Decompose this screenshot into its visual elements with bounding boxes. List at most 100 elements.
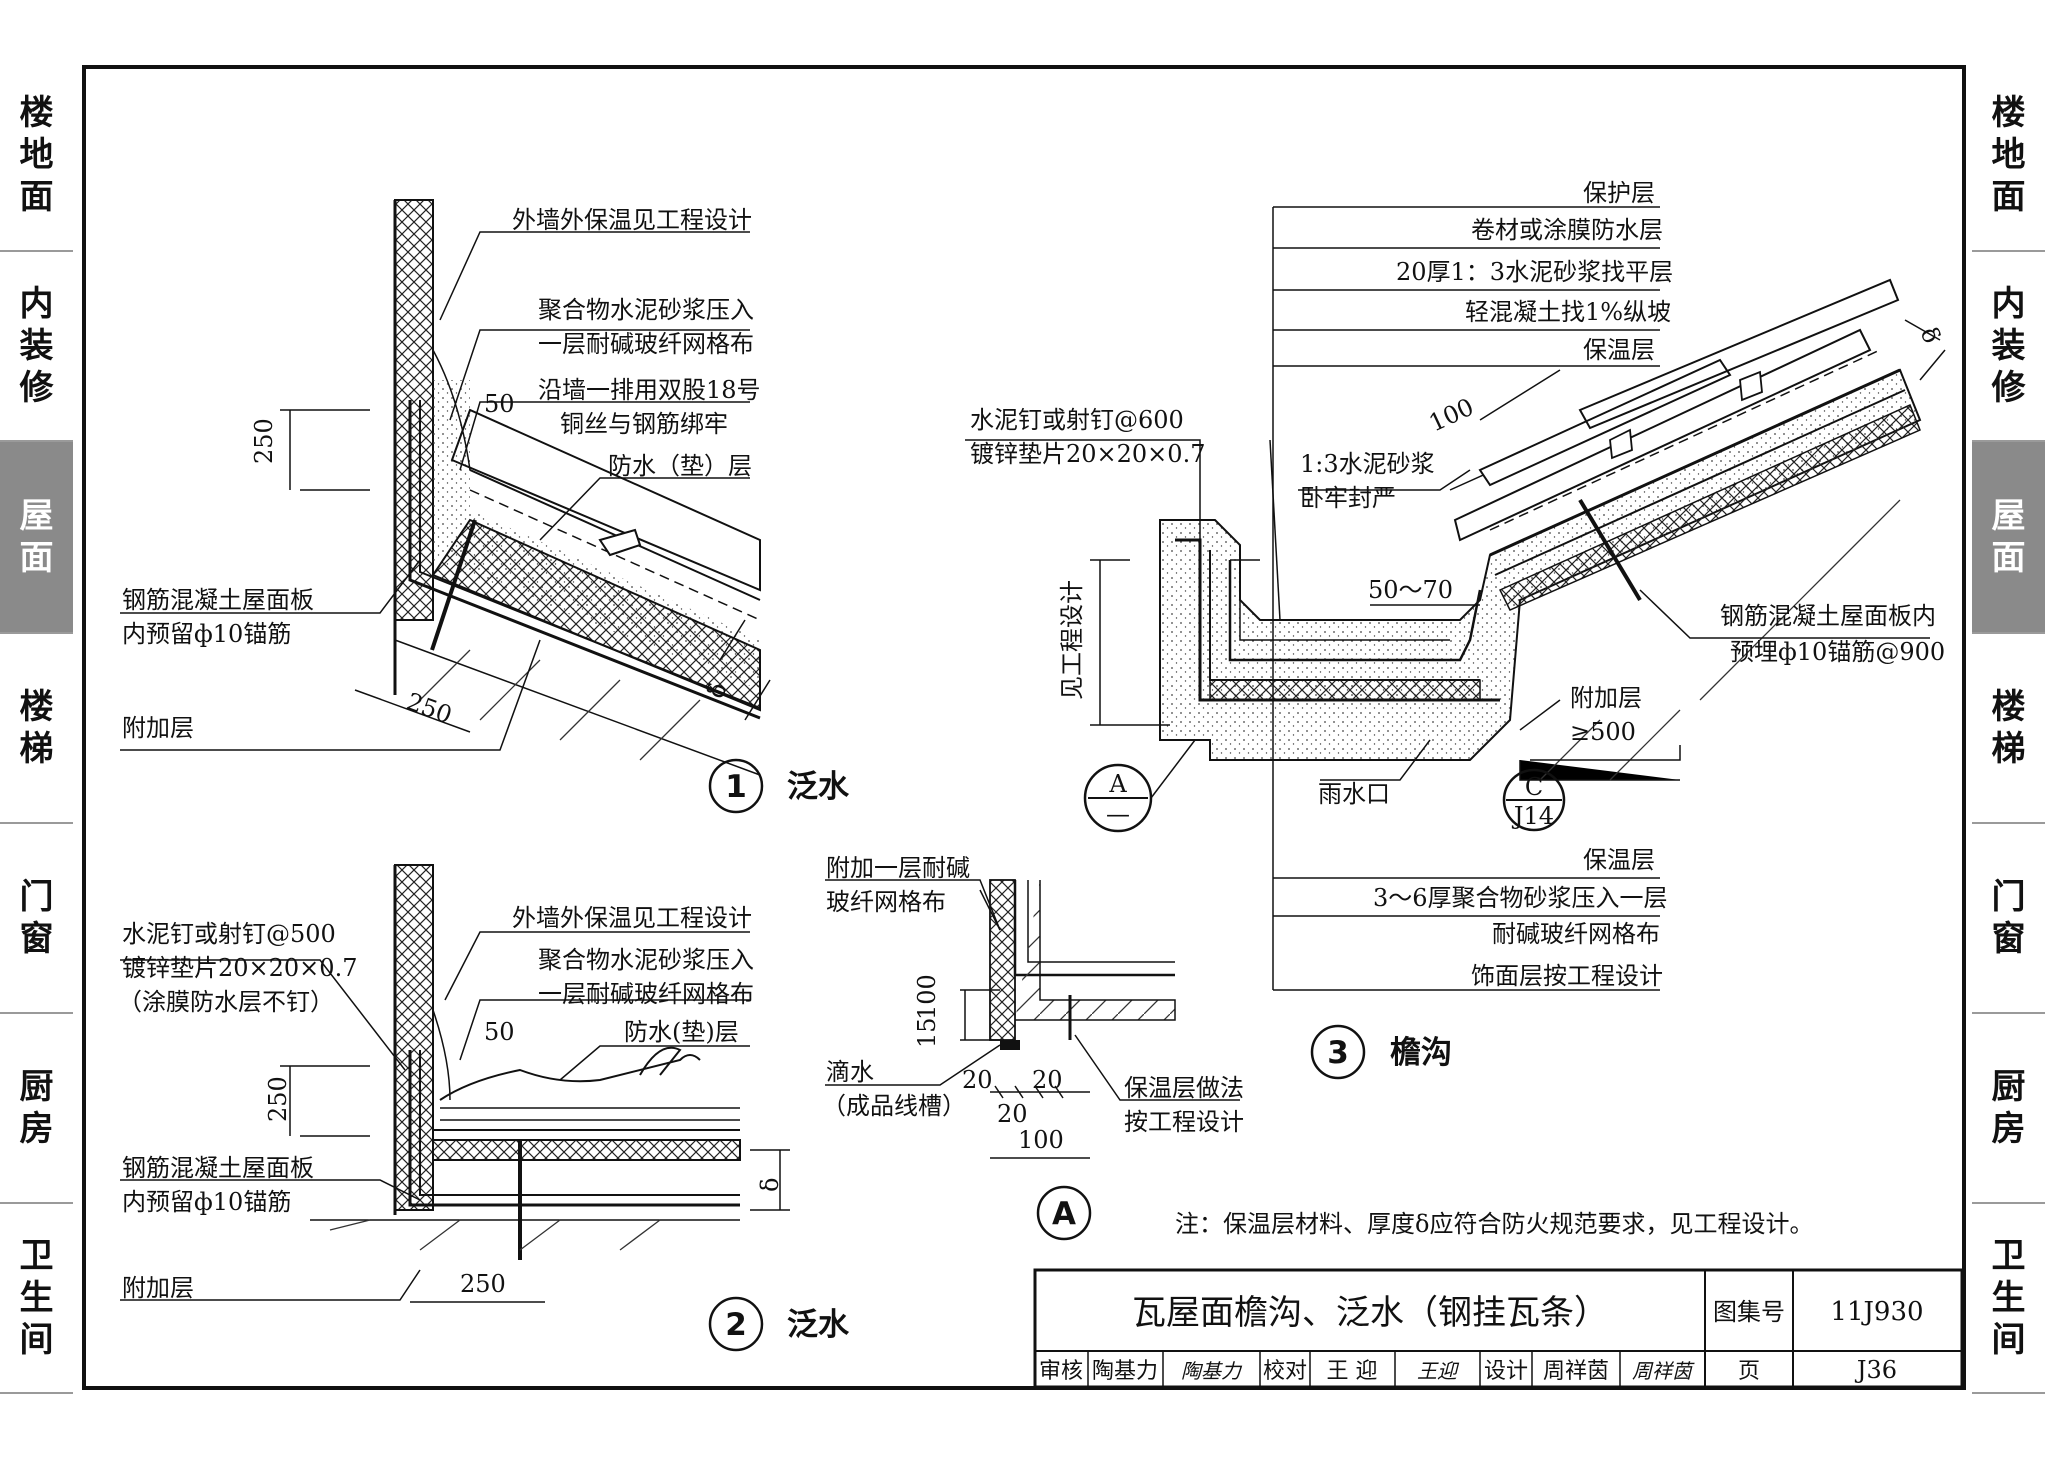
tab-doors-windows[interactable]: 门窗 (1972, 824, 2045, 1014)
da-label-mesh-2: 玻纤网格布 (826, 888, 946, 916)
title-block-checker-signature: 王迎 (1417, 1359, 1460, 1383)
d2-label-slab-1: 钢筋混凝土屋面板 (122, 1154, 314, 1182)
d3-label-nail-2: 镀锌垫片20×20×0.7 (970, 440, 1205, 468)
da-label-drip-1: 滴水 (826, 1058, 874, 1086)
title-block-page-label: 页 (1738, 1359, 1760, 1384)
title-block-reviewer: 陶基力 (1092, 1359, 1158, 1384)
tab-bathroom[interactable]: 卫生间 (1972, 1204, 2045, 1394)
tab-stairs[interactable]: 楼梯 (0, 634, 73, 824)
title-block-design-label: 设计 (1484, 1359, 1528, 1384)
d1-label-polymer-1: 聚合物水泥砂浆压入 (538, 296, 754, 324)
d3-layer-bottom-mesh: 耐碱玻纤网格布 (1492, 920, 1660, 948)
drawing-frame (82, 65, 1966, 1390)
d3-title: 檐沟 (1390, 1035, 1452, 1071)
d1-dim-250-vertical: 250 (250, 418, 278, 464)
da-label-drip-2: （成品线槽） (822, 1092, 966, 1120)
d2-label-nail-1: 水泥钉或射钉@500 (122, 920, 336, 948)
d3-layer-slope: 轻混凝土找1%纵坡 (1465, 298, 1671, 326)
da-dim-20c: 20 (997, 1100, 1028, 1128)
title-block-title: 瓦屋面檐沟、泛水（钢挂瓦条） (1132, 1293, 1608, 1333)
tab-floor[interactable]: 楼地面 (0, 60, 73, 252)
d2-label-waterproof: 防水(垫)层 (624, 1018, 739, 1046)
d2-label-nail-2: 镀锌垫片20×20×0.7 (122, 954, 357, 982)
da-dim-20a: 20 (962, 1066, 993, 1094)
title-block-review-label: 审核 (1039, 1359, 1083, 1384)
d1-number: 1 (725, 769, 747, 805)
d3-layer-insulation: 保温层 (1583, 336, 1655, 364)
d3-label-slab-1: 钢筋混凝土屋面板内 (1720, 602, 1936, 630)
da-dim-100-vertical: 100 (913, 974, 941, 1020)
d3-layer-bottom-finish: 饰面层按工程设计 (1471, 962, 1663, 990)
d2-label-polymer-2: 一层耐碱玻纤网格布 (538, 980, 754, 1008)
detail-a-drip: 15 100 20 20 20 100 附加一层耐碱 玻纤网格布 滴水 （成品线… (822, 854, 1244, 1241)
da-dim-15: 15 (913, 1017, 941, 1048)
d2-label-slab-2: 内预留ф10锚筋 (122, 1188, 291, 1216)
d3-label-nail-1: 水泥钉或射钉@600 (970, 406, 1184, 434)
d3-label-ge500: ≥500 (1570, 718, 1636, 746)
d3-label-mortar-1: 1:3水泥砂浆 (1300, 450, 1435, 478)
da-dim-20b: 20 (1032, 1066, 1063, 1094)
d3-label-additional: 附加层 (1570, 684, 1642, 712)
da-label-insulation-1: 保温层做法 (1124, 1074, 1244, 1102)
tab-roof[interactable]: 屋面 (1972, 442, 2045, 634)
d1-label-additional: 附加层 (122, 714, 194, 742)
d1-dim-50: 50 (484, 390, 515, 418)
detail-1-flashing: 250 250 δ 50 外墙外保温见工程设计 聚合物水泥砂浆压入 一层耐碱玻纤… (120, 199, 850, 814)
tab-doors-windows[interactable]: 门窗 (0, 824, 73, 1014)
d3-ref-c-top: C (1525, 773, 1543, 801)
d1-label-slab-2: 内预留ф10锚筋 (122, 620, 291, 648)
d3-layer-protection: 保护层 (1583, 179, 1655, 207)
d1-label-wire-1: 沿墙一排用双股18号 (538, 376, 761, 404)
title-block-atlas-label: 图集号 (1713, 1298, 1785, 1326)
d2-label-polymer-1: 聚合物水泥砂浆压入 (538, 946, 754, 974)
d2-label-nail-3: （涂膜防水层不钉） (118, 988, 334, 1016)
d3-label-by-design: 见工程设计 (1058, 580, 1086, 700)
d1-label-polymer-2: 一层耐碱玻纤网格布 (538, 330, 754, 358)
tab-kitchen[interactable]: 厨房 (1972, 1014, 2045, 1204)
title-block-designer-signature: 周祥茵 (1632, 1359, 1695, 1383)
d2-number: 2 (725, 1307, 747, 1343)
d1-title: 泛水 (787, 769, 850, 805)
d2-label-ext-insulation: 外墙外保温见工程设计 (512, 904, 752, 932)
d3-layer-membrane: 卷材或涂膜防水层 (1471, 216, 1663, 244)
d3-layer-screed: 20厚1：3水泥砂浆找平层 (1396, 258, 1673, 286)
title-block-designer: 周祥茵 (1543, 1359, 1609, 1384)
d3-dim-delta: δ (1915, 323, 1946, 348)
tab-kitchen[interactable]: 厨房 (0, 1014, 73, 1204)
title-block-reviewer-signature: 陶基力 (1181, 1359, 1243, 1383)
d2-dim-delta: δ (756, 1178, 784, 1192)
d3-layer-bottom-polymer: 3～6厚聚合物砂浆压入一层 (1373, 884, 1668, 912)
detail-3-gutter: 见工程设计 100 50～70 δ 保护层 卷材或涂膜防水层 20厚1：3水泥砂… (965, 179, 1946, 1080)
d3-dim-50-70: 50～70 (1368, 576, 1453, 604)
d3-dim-100: 100 (1425, 393, 1478, 438)
d3-ref-a-bottom: — (1106, 800, 1130, 828)
d3-ref-c-bottom: J14 (1511, 802, 1554, 830)
tab-interior[interactable]: 内装修 (1972, 252, 2045, 442)
tab-bathroom[interactable]: 卫生间 (0, 1204, 73, 1394)
da-label-insulation-2: 按工程设计 (1124, 1108, 1244, 1136)
d3-label-drain: 雨水口 (1318, 780, 1390, 808)
d3-label-mortar-2: 卧牢封严 (1300, 484, 1396, 512)
d2-dim-250-vertical: 250 (264, 1076, 292, 1122)
d1-label-slab-1: 钢筋混凝土屋面板 (122, 586, 314, 614)
d3-layer-bottom-insulation: 保温层 (1583, 846, 1655, 874)
tab-roof[interactable]: 屋面 (0, 442, 73, 634)
d1-label-ext-insulation: 外墙外保温见工程设计 (512, 206, 752, 234)
title-block-page-no: J36 (1854, 1356, 1897, 1384)
tab-stairs[interactable]: 楼梯 (1972, 634, 2045, 824)
d2-dim-250-horizontal: 250 (460, 1270, 506, 1298)
da-dim-100-horizontal: 100 (1018, 1126, 1064, 1154)
d3-ref-a-top: A (1108, 770, 1127, 798)
title-block: 瓦屋面檐沟、泛水（钢挂瓦条） 图集号 11J930 审核 陶基力 陶基力 校对 … (1033, 1268, 1964, 1389)
title-block-atlas-no: 11J930 (1830, 1297, 1923, 1327)
d1-dim-250-horizontal: 250 (403, 687, 456, 729)
d2-dim-50: 50 (484, 1018, 515, 1046)
d2-title: 泛水 (787, 1307, 850, 1343)
d3-label-slab-2: 预埋ф10锚筋@900 (1730, 638, 1945, 666)
d1-label-waterproof: 防水（垫）层 (608, 452, 752, 480)
da-mark: A (1052, 1196, 1076, 1232)
tab-floor[interactable]: 楼地面 (1972, 60, 2045, 252)
tab-interior[interactable]: 内装修 (0, 252, 73, 442)
d2-label-additional: 附加层 (122, 1274, 194, 1302)
